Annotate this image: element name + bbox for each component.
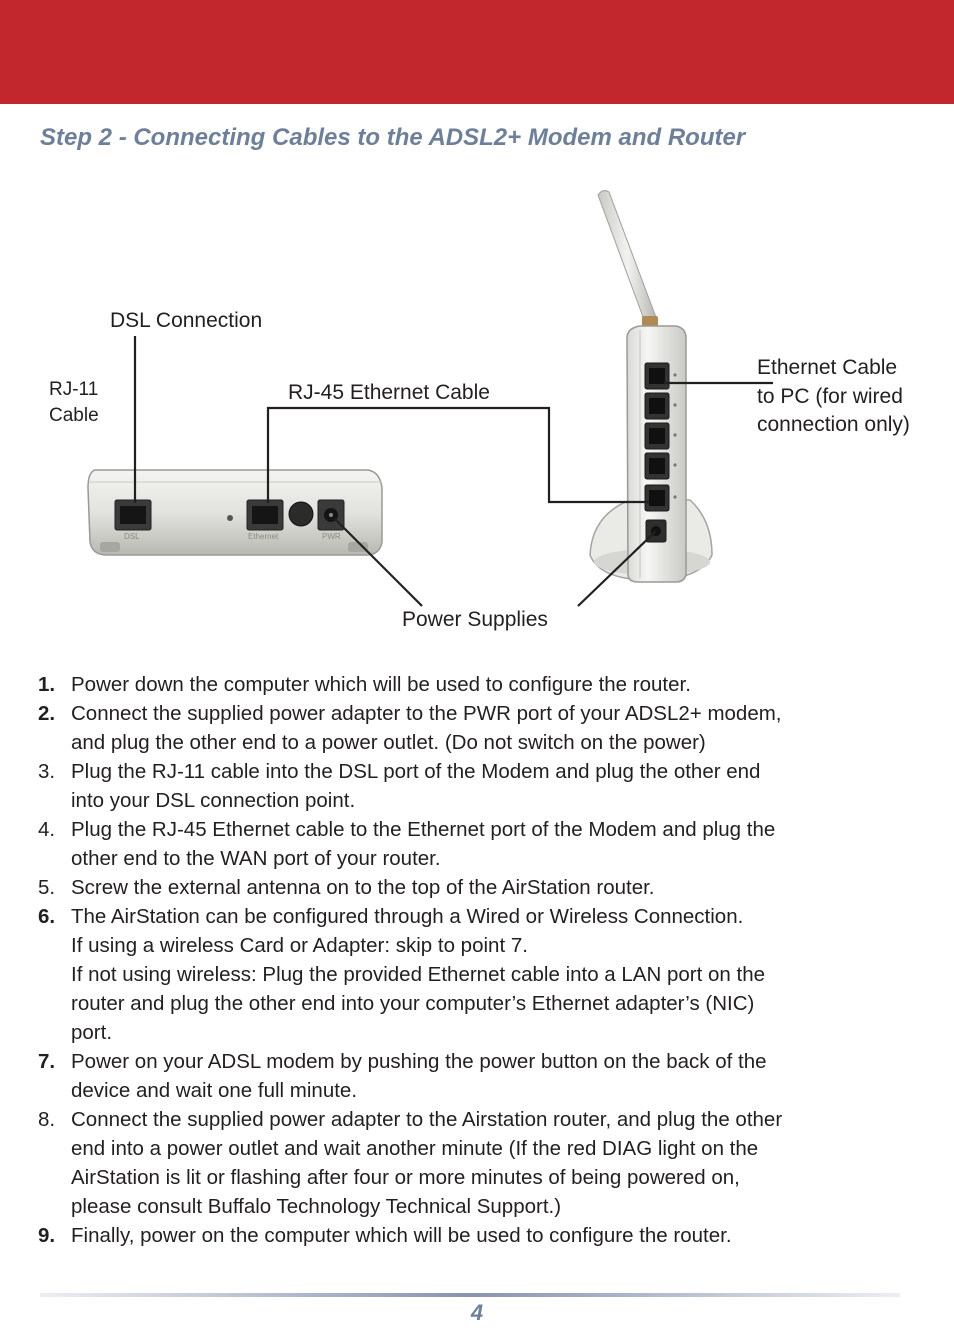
step-text-line: please consult Buffalo Technology Techni… (71, 1195, 562, 1218)
page-number: 4 (470, 1300, 484, 1325)
instruction-step: 4. Plug the RJ-45 Ethernet cable to the E… (38, 815, 918, 873)
step-number: 3. (38, 760, 56, 783)
step-text-line: other end to the WAN port of your router… (71, 847, 441, 870)
callout-lines (133, 336, 773, 607)
airstation-router-image (589, 190, 713, 583)
step-text-line: and plug the other end to a power outlet… (71, 731, 706, 754)
modem-port-label-dsl: DSL (124, 532, 140, 541)
connection-diagram: DSL Ethernet PWR (0, 170, 954, 650)
step-text-line: router and plug the other end into your … (71, 992, 755, 1015)
step-text-line: Connect the supplied power adapter to th… (71, 702, 782, 725)
step-text-line: device and wait one full minute. (71, 1079, 358, 1102)
instruction-step: 3. Plug the RJ-11 cable into the DSL port… (38, 757, 918, 815)
instruction-list: 1. Power down the computer which will be … (38, 670, 918, 1250)
power-supply-line-router (577, 530, 657, 607)
step-text-line: Plug the RJ-11 cable into the DSL port o… (71, 760, 761, 783)
footer-divider (40, 1293, 900, 1297)
step-number: 8. (38, 1108, 56, 1131)
step-text-line: If not using wireless: Plug the provided… (71, 963, 765, 986)
step-text-line: AirStation is lit or flashing after four… (71, 1166, 740, 1189)
step-number: 9. (38, 1224, 56, 1247)
modem-port-label-ethernet: Ethernet (248, 532, 279, 541)
ethernet-pc-label-line3: connection only) (757, 413, 910, 436)
adsl-modem-image (87, 469, 383, 556)
step-number: 2. (38, 702, 56, 725)
step-number: 5. (38, 876, 56, 899)
power-supplies-label: Power Supplies (402, 608, 548, 631)
step-text-line: into your DSL connection point. (71, 789, 356, 812)
step-text-line: end into a power outlet and wait another… (71, 1137, 759, 1160)
instruction-step: 8. Connect the supplied power adapter to … (38, 1105, 918, 1221)
top-banner (0, 0, 954, 104)
step-text-line: Screw the external antenna on to the top… (71, 876, 655, 899)
rj45-cable-label: RJ-45 Ethernet Cable (288, 381, 490, 404)
step-text-line: Power down the computer which will be us… (71, 673, 691, 696)
step-text-line: If using a wireless Card or Adapter: ski… (71, 934, 528, 957)
step-number: 6. (38, 905, 56, 928)
ethernet-pc-label-line1: Ethernet Cable (757, 356, 898, 379)
modem-port-label-pwr: PWR (322, 532, 341, 541)
diagram-illustration: DSL Ethernet PWR (87, 190, 773, 607)
ethernet-pc-label-line2: to PC (for wired (757, 385, 903, 408)
step-text-line: Plug the RJ-45 Ethernet cable to the Eth… (71, 818, 776, 841)
instruction-step: 5. Screw the external antenna on to the t… (38, 873, 918, 902)
instruction-step: 9. Finally, power on the computer which w… (38, 1221, 918, 1250)
rj45-cable-line (266, 406, 649, 504)
step-text-line: port. (71, 1021, 113, 1044)
step-text-line: Finally, power on the computer which wil… (71, 1224, 732, 1247)
instruction-step: 7. Power on your ADSL modem by pushing th… (38, 1047, 918, 1105)
step-text-line: Power on your ADSL modem by pushing the … (71, 1050, 767, 1073)
instruction-step: 1. Power down the computer which will be … (38, 670, 918, 699)
step-number: 1. (38, 673, 56, 696)
step-number: 7. (38, 1050, 56, 1073)
instruction-step: 2. Connect the supplied power adapter to … (38, 699, 918, 757)
instruction-step: 6. The AirStation can be configured throu… (38, 902, 918, 1047)
step-text-line: The AirStation can be configured through… (71, 905, 744, 928)
rj11-cable-label-line2: Cable (49, 405, 99, 426)
dsl-connection-label: DSL Connection (110, 309, 263, 332)
step-number: 4. (38, 818, 56, 841)
power-supply-line-modem (334, 518, 423, 607)
page-title: Step 2 - Connecting Cables to the ADSL2+… (40, 124, 746, 151)
rj11-cable-label-line1: RJ-11 (49, 379, 99, 400)
step-text-line: Connect the supplied power adapter to th… (71, 1108, 783, 1131)
